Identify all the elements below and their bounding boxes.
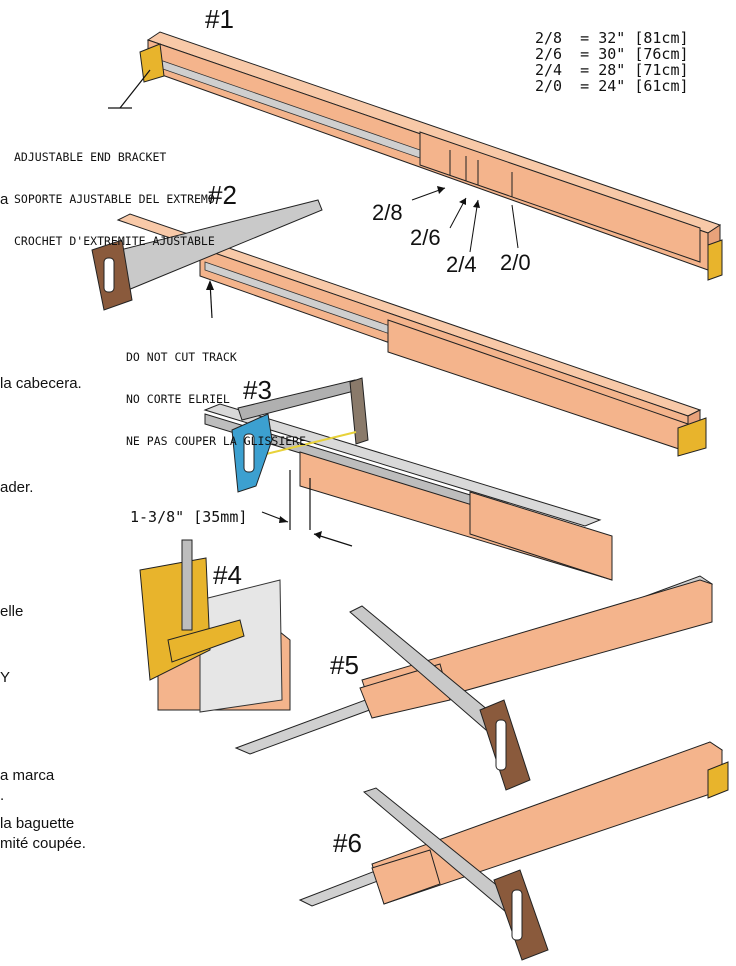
step-5-label: #5 bbox=[330, 650, 359, 680]
legend-row-2-8: 2/8 = 32" [81cm] bbox=[535, 29, 689, 47]
step-1-label: #1 bbox=[205, 4, 234, 34]
legend-row-2-6: 2/6 = 30" [76cm] bbox=[535, 45, 689, 63]
handsaw-5 bbox=[349, 605, 531, 791]
handsaw-2 bbox=[91, 199, 323, 311]
text-fragment-8: la baguette bbox=[0, 815, 75, 832]
bracket-callout: ADJUSTABLE END BRACKET SOPORTE AJUSTABLE… bbox=[14, 122, 215, 262]
size-label-2-8: 2/8 bbox=[372, 200, 403, 225]
size-label-2-4: 2/4 bbox=[446, 252, 477, 277]
bracket-leader-line bbox=[119, 69, 151, 109]
text-fragment-9: mité coupée. bbox=[0, 835, 86, 852]
step-2-label: #2 bbox=[208, 180, 237, 210]
end-bracket-left bbox=[139, 43, 165, 83]
text-fragment-1: a bbox=[0, 191, 9, 208]
size-label-2-0: 2/0 bbox=[500, 250, 531, 275]
size-legend: 2/8 = 32" [81cm] 2/6 = 30" [76cm] 2/4 = … bbox=[535, 30, 689, 94]
bracket-callout-en: ADJUSTABLE END BRACKET bbox=[14, 150, 167, 164]
text-fragment-5: Y bbox=[0, 669, 11, 686]
text-fragment-3: ader. bbox=[0, 479, 34, 496]
rail-2 bbox=[116, 213, 707, 457]
step-6-label: #6 bbox=[333, 828, 362, 858]
rail-5 bbox=[234, 575, 714, 755]
legend-row-2-0: 2/0 = 24" [61cm] bbox=[535, 77, 689, 95]
handsaw-6 bbox=[362, 787, 549, 961]
rail-3 bbox=[203, 403, 613, 581]
text-fragment-4: elle bbox=[0, 603, 24, 620]
text-fragment-2: la cabecera. bbox=[0, 375, 82, 392]
text-fragment-7: . bbox=[0, 787, 5, 804]
end-bracket-right bbox=[707, 239, 723, 281]
bracket-callout-fr: CROCHET D'EXTREMITE AJUSTABLE bbox=[14, 234, 215, 248]
bracket-closeup-4 bbox=[139, 539, 291, 713]
size-label-2-6: 2/6 bbox=[410, 225, 441, 250]
text-fragment-6: a marca bbox=[0, 767, 55, 784]
step-3-label: #3 bbox=[243, 375, 272, 405]
step-4-label: #4 bbox=[213, 560, 242, 590]
bracket-callout-es: SOPORTE AJUSTABLE DEL EXTREMO bbox=[14, 192, 215, 206]
track-callout: DO NOT CUT TRACK NO CORTE ELRIEL NE PAS … bbox=[126, 322, 306, 462]
legend-row-2-4: 2/4 = 28" [71cm] bbox=[535, 61, 689, 79]
track-callout-en: DO NOT CUT TRACK bbox=[126, 350, 237, 364]
track-callout-es: NO CORTE ELRIEL bbox=[126, 392, 230, 406]
track-callout-fr: NE PAS COUPER LA GLISSIERE bbox=[126, 434, 307, 448]
hacksaw-3 bbox=[231, 377, 369, 493]
cut-measurement: 1-3/8" [35mm] bbox=[130, 508, 248, 526]
